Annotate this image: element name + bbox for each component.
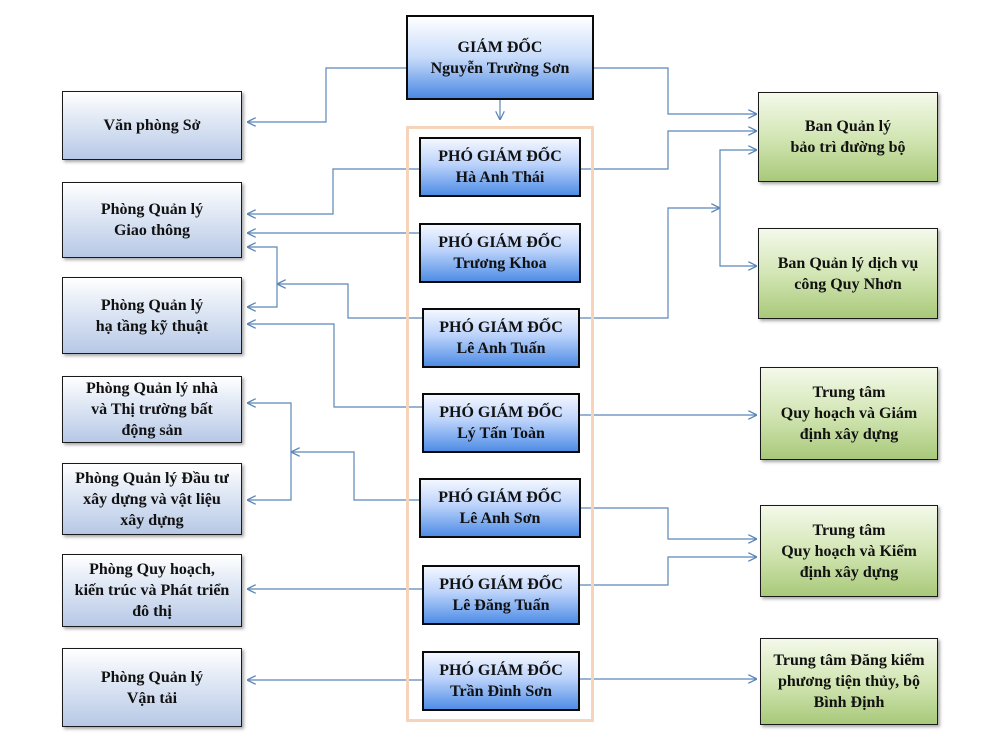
connector-le-anh-tuan-right bbox=[580, 208, 720, 319]
connector-bus-giao-thong bbox=[247, 247, 278, 284]
unit-box: Ban Quản lý bảo trì đường bộ bbox=[758, 92, 938, 182]
department-box: Phòng Quản lý hạ tầng kỹ thuật bbox=[62, 277, 242, 354]
deputy-title: PHÓ GIÁM ĐỐC bbox=[438, 489, 562, 506]
department-box: Phòng Quản lý Vận tải bbox=[62, 648, 242, 727]
unit-label: Trung tâm Đăng kiểm phương tiện thủy, bộ… bbox=[773, 652, 925, 711]
unit-label: Ban Quản lý bảo trì đường bộ bbox=[790, 118, 906, 156]
department-box: Phòng Quy hoạch, kiến trúc và Phát triển… bbox=[62, 554, 242, 627]
department-box: Phòng Quản lý Đầu tư xây dựng và vật liệ… bbox=[62, 463, 242, 535]
deputy-title: PHÓ GIÁM ĐỐC bbox=[439, 319, 563, 336]
deputy-title: PHÓ GIÁM ĐỐC bbox=[439, 576, 563, 593]
connector-bus-ban-dich-vu bbox=[719, 208, 757, 266]
connector-bus-ha-tang bbox=[247, 284, 278, 307]
connector-le-anh-tuan-ha-tang bbox=[277, 284, 422, 319]
deputy-name: Hà Anh Thái bbox=[455, 169, 545, 186]
deputy-name: Trương Khoa bbox=[453, 255, 547, 272]
deputy-box: PHÓ GIÁM ĐỐC Lý Tấn Toàn bbox=[422, 393, 580, 453]
connector-director-van-phong bbox=[247, 67, 406, 122]
deputy-name: Lê Đăng Tuấn bbox=[452, 597, 550, 614]
deputy-box: PHÓ GIÁM ĐỐC Trần Đình Sơn bbox=[422, 651, 580, 711]
connector-bus-ban-bao-tri bbox=[719, 150, 757, 208]
connector-le-anh-son-left bbox=[291, 452, 419, 501]
deputy-box: PHÓ GIÁM ĐỐC Lê Anh Sơn bbox=[419, 478, 581, 538]
deputy-title: PHÓ GIÁM ĐỐC bbox=[438, 148, 562, 165]
unit-box: Trung tâm Quy hoạch và Kiểm định xây dựn… bbox=[760, 505, 938, 597]
unit-label: Trung tâm Quy hoạch và Kiểm định xây dựn… bbox=[781, 521, 917, 581]
deputy-group-frame bbox=[406, 126, 594, 722]
deputy-name: Lê Anh Tuấn bbox=[456, 340, 546, 357]
deputy-box: PHÓ GIÁM ĐỐC Lê Đăng Tuấn bbox=[422, 565, 580, 625]
deputy-name: Trần Đình Sơn bbox=[450, 683, 552, 700]
connector-le-dang-tuan-trung-tam bbox=[580, 557, 757, 586]
deputy-title: PHÓ GIÁM ĐỐC bbox=[439, 404, 563, 421]
department-label: Phòng Quy hoạch, kiến trúc và Phát triển… bbox=[74, 561, 230, 620]
department-label: Phòng Quản lý nhà và Thị trường bất động… bbox=[85, 380, 219, 439]
department-label: Phòng Quản lý Giao thông bbox=[100, 201, 204, 239]
deputy-box: PHÓ GIÁM ĐỐC Lê Anh Tuấn bbox=[422, 308, 580, 368]
department-label: Văn phòng Sở bbox=[103, 117, 201, 134]
connector-ha-anh-thai-giao-thong bbox=[247, 168, 419, 214]
connector-bus-quan-ly-nha bbox=[247, 403, 292, 452]
deputy-name: Lê Anh Sơn bbox=[459, 510, 541, 527]
department-label: Phòng Quản lý Đầu tư xây dựng và vật liệ… bbox=[75, 469, 229, 529]
deputy-title: PHÓ GIÁM ĐỐC bbox=[439, 662, 563, 679]
department-box: Văn phòng Sở bbox=[62, 91, 242, 160]
unit-label: Ban Quản lý dịch vụ công Quy Nhơn bbox=[777, 254, 919, 293]
department-label: Phòng Quản lý Vận tải bbox=[100, 668, 204, 707]
unit-box: Ban Quản lý dịch vụ công Quy Nhơn bbox=[758, 228, 938, 319]
deputy-box: PHÓ GIÁM ĐỐC Trương Khoa bbox=[419, 223, 581, 283]
connector-le-anh-son-trung-tam bbox=[581, 507, 757, 539]
connector-bus-dau-tu bbox=[247, 452, 292, 500]
connector-ha-anh-thai-ban-bao-tri bbox=[581, 131, 757, 170]
connector-director-ban-bao-tri bbox=[594, 67, 757, 114]
deputy-name: Lý Tấn Toàn bbox=[457, 425, 545, 442]
director-name: Nguyễn Trường Sơn bbox=[430, 59, 570, 77]
director-title: GIÁM ĐỐC bbox=[457, 38, 543, 56]
department-label: Phòng Quản lý hạ tầng kỹ thuật bbox=[95, 296, 209, 335]
deputy-box: PHÓ GIÁM ĐỐC Hà Anh Thái bbox=[419, 137, 581, 197]
unit-box: Trung tâm Quy hoạch và Giám định xây dựn… bbox=[760, 367, 938, 460]
department-box: Phòng Quản lý nhà và Thị trường bất động… bbox=[62, 376, 242, 443]
connector-ly-tan-toan-ha-tang bbox=[247, 324, 422, 408]
director-box: GIÁM ĐỐC Nguyễn Trường Sơn bbox=[406, 15, 594, 100]
unit-label: Trung tâm Quy hoạch và Giám định xây dựn… bbox=[780, 384, 918, 443]
deputy-title: PHÓ GIÁM ĐỐC bbox=[438, 234, 562, 251]
department-box: Phòng Quản lý Giao thông bbox=[62, 182, 242, 258]
unit-box: Trung tâm Đăng kiểm phương tiện thủy, bộ… bbox=[760, 638, 938, 725]
